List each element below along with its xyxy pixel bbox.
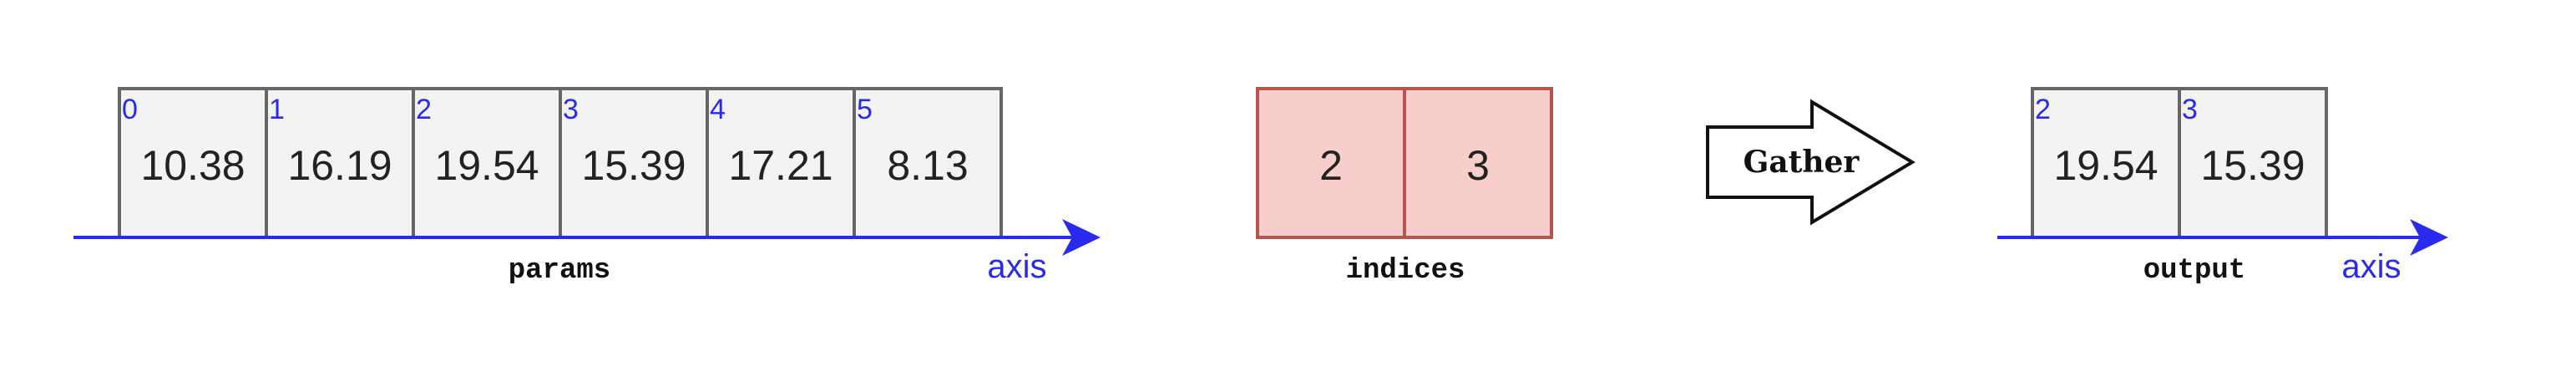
params-cell-value: 15.39: [581, 142, 686, 189]
params-cell-value: 8.13: [887, 142, 968, 189]
output-axis-arrowhead: [2410, 219, 2448, 256]
params-cell: 116.19: [265, 87, 415, 239]
indices-cell-value: 2: [1319, 142, 1343, 189]
params-axis-label: axis: [987, 248, 1046, 285]
output-cell-value: 19.54: [2053, 142, 2158, 189]
output-cell-index: 3: [2182, 94, 2198, 125]
params-cell-index: 1: [269, 94, 285, 125]
params-cell: 58.13: [853, 87, 1003, 239]
indices-cell: 2: [1256, 87, 1406, 239]
params-cell-index: 5: [857, 94, 873, 125]
indices-cell: 3: [1403, 87, 1553, 239]
params-caption: params: [509, 255, 610, 287]
output-cell-box: [2178, 87, 2328, 239]
params-cell-box: [118, 87, 268, 239]
params-cell-value: 19.54: [434, 142, 539, 189]
params-cell-index: 2: [416, 94, 432, 125]
gather-arrow-shape: [1706, 99, 1916, 226]
output-cell-value: 15.39: [2200, 142, 2305, 189]
params-cell: 417.21: [706, 87, 856, 239]
params-cell-box: [853, 87, 1003, 239]
indices-cell-box: [1256, 87, 1406, 239]
indices-cell-value: 3: [1466, 142, 1490, 189]
output-axis-label: axis: [2341, 248, 2401, 285]
params-cell-index: 4: [710, 94, 726, 125]
indices-cell-box: [1403, 87, 1553, 239]
params-cell-box: [265, 87, 415, 239]
params-cell: 219.54: [412, 87, 562, 239]
params-cell: 315.39: [559, 87, 709, 239]
params-cell-value: 17.21: [728, 142, 833, 189]
output-cell-box: [2031, 87, 2181, 239]
params-cell: 010.38: [118, 87, 268, 239]
params-axis-arrowhead: [1062, 219, 1101, 256]
params-cell-value: 16.19: [287, 142, 392, 189]
output-cell: 315.39: [2178, 87, 2328, 239]
indices-caption: indices: [1346, 255, 1465, 287]
gather-label: Gather: [1743, 145, 1860, 180]
params-cell-index: 3: [563, 94, 579, 125]
output-caption: output: [2143, 255, 2245, 287]
output-cell: 219.54: [2031, 87, 2181, 239]
params-cell-index: 0: [122, 94, 138, 125]
output-cell-index: 2: [2035, 94, 2051, 125]
params-cell-value: 10.38: [140, 142, 245, 189]
